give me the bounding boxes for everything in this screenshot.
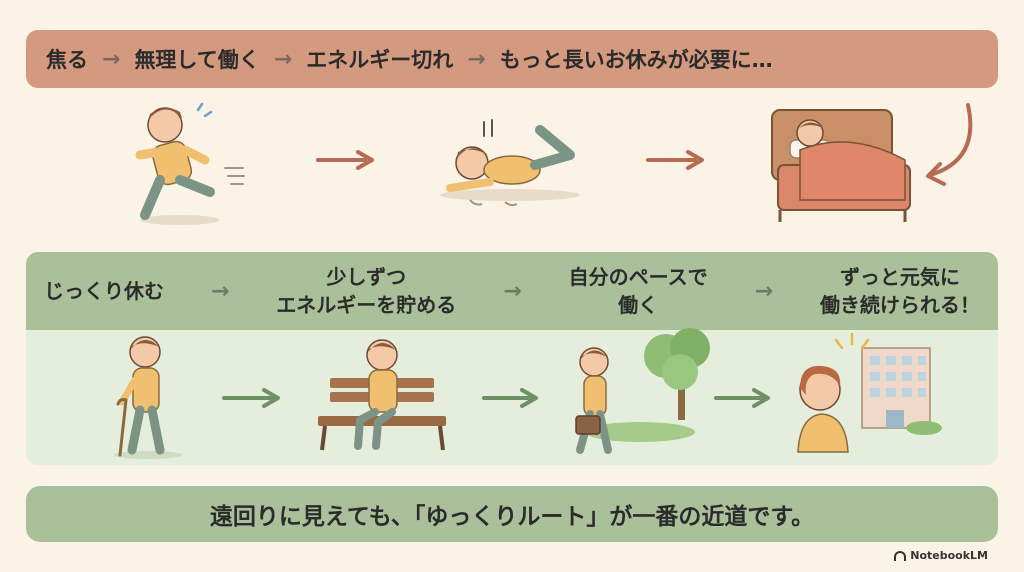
conclusion-text: 遠回りに見えても、「ゆっくりルート」が一番の近道です。: [209, 504, 815, 530]
curved-arrow-down-icon: [926, 103, 973, 186]
looking-at-office-illustration: [797, 332, 942, 453]
step-own-pace-line1: 自分のペースで: [568, 265, 708, 289]
arrow-right-icon: →: [273, 46, 293, 72]
brand-name: NotebookLM: [910, 549, 988, 562]
arrow-right-icon: →: [210, 278, 230, 304]
step-own-pace-line2: 働く: [618, 293, 659, 317]
conclusion-band: 遠回りに見えても、「ゆっくりルート」が一番の近道です。: [26, 486, 998, 542]
resting-in-bed-illustration: [771, 109, 911, 222]
brand-watermark: NotebookLM: [894, 549, 988, 562]
step-keep-working-line1: ずっと元気に: [839, 265, 960, 289]
collapsed-person-illustration: [440, 119, 580, 207]
red-arrow-icon: [316, 150, 374, 170]
arrow-right-icon: →: [503, 278, 522, 304]
step-hurry: 焦る: [46, 48, 88, 72]
step-own-pace: 自分のペースで 働く: [569, 263, 708, 319]
green-arrow-icon: [714, 388, 770, 408]
step-rest-well: じっくり休む: [44, 277, 164, 305]
red-arrow-icon: [646, 150, 704, 170]
green-arrow-icon: [222, 388, 280, 408]
running-person-illustration: [135, 102, 245, 225]
step-keep-working: ずっと元気に 働き続けられる！: [820, 263, 980, 319]
sitting-on-bench-illustration: [318, 339, 446, 451]
recovery-flow-band: じっくり休む → 少しずつ エネルギーを貯める → 自分のペースで 働く → ず…: [26, 252, 998, 330]
struggle-flow-band: 焦る → 無理して働く → エネルギー切れ → もっと長いお休みが必要に…: [26, 30, 998, 88]
step-rest-well-label: じっくり休む: [44, 279, 164, 303]
step-store-energy-line1: 少しずつ: [326, 265, 407, 289]
step-energy-out: エネルギー切れ: [306, 48, 454, 72]
step-longer-rest: もっと長いお休みが必要に…: [499, 48, 773, 72]
arrow-right-icon: →: [467, 46, 486, 72]
arrow-right-icon: →: [102, 46, 121, 72]
step-store-energy-line2: エネルギーを貯める: [276, 293, 457, 317]
arrow-right-icon: →: [754, 278, 773, 304]
step-store-energy: 少しずつ エネルギーを貯める: [276, 263, 456, 319]
walking-with-cane-illustration: [114, 336, 182, 459]
notebooklm-logo-icon: [894, 550, 907, 561]
step-overwork: 無理して働く: [134, 48, 260, 72]
step-keep-working-line2: 働き続けられる！: [819, 293, 980, 317]
walking-to-work-illustration: [575, 328, 710, 454]
green-arrow-icon: [482, 388, 538, 408]
